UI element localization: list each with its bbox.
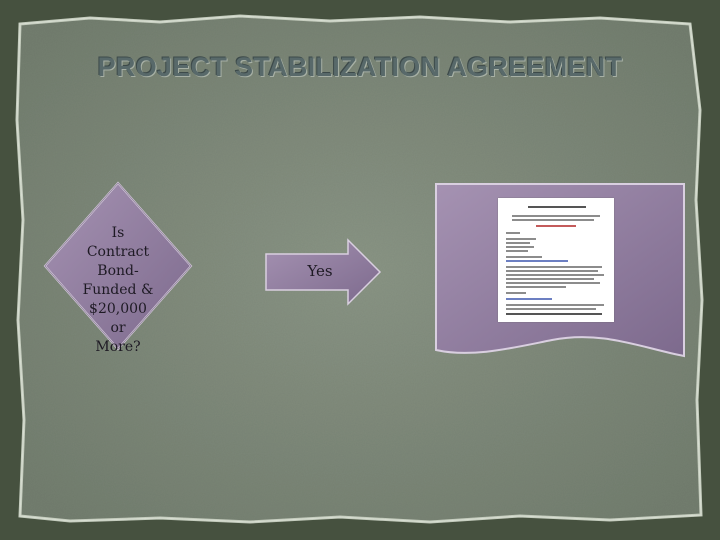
- yes-arrow: [265, 238, 382, 306]
- agreement-document-thumbnail: [498, 198, 614, 322]
- decision-diamond: [43, 181, 193, 351]
- yes-label: Yes: [307, 262, 333, 280]
- decision-question: Is Contract Bond- Funded & $20,000 or Mo…: [82, 225, 154, 355]
- slide-title: PROJECT STABILIZATION AGREEMENT: [97, 52, 623, 82]
